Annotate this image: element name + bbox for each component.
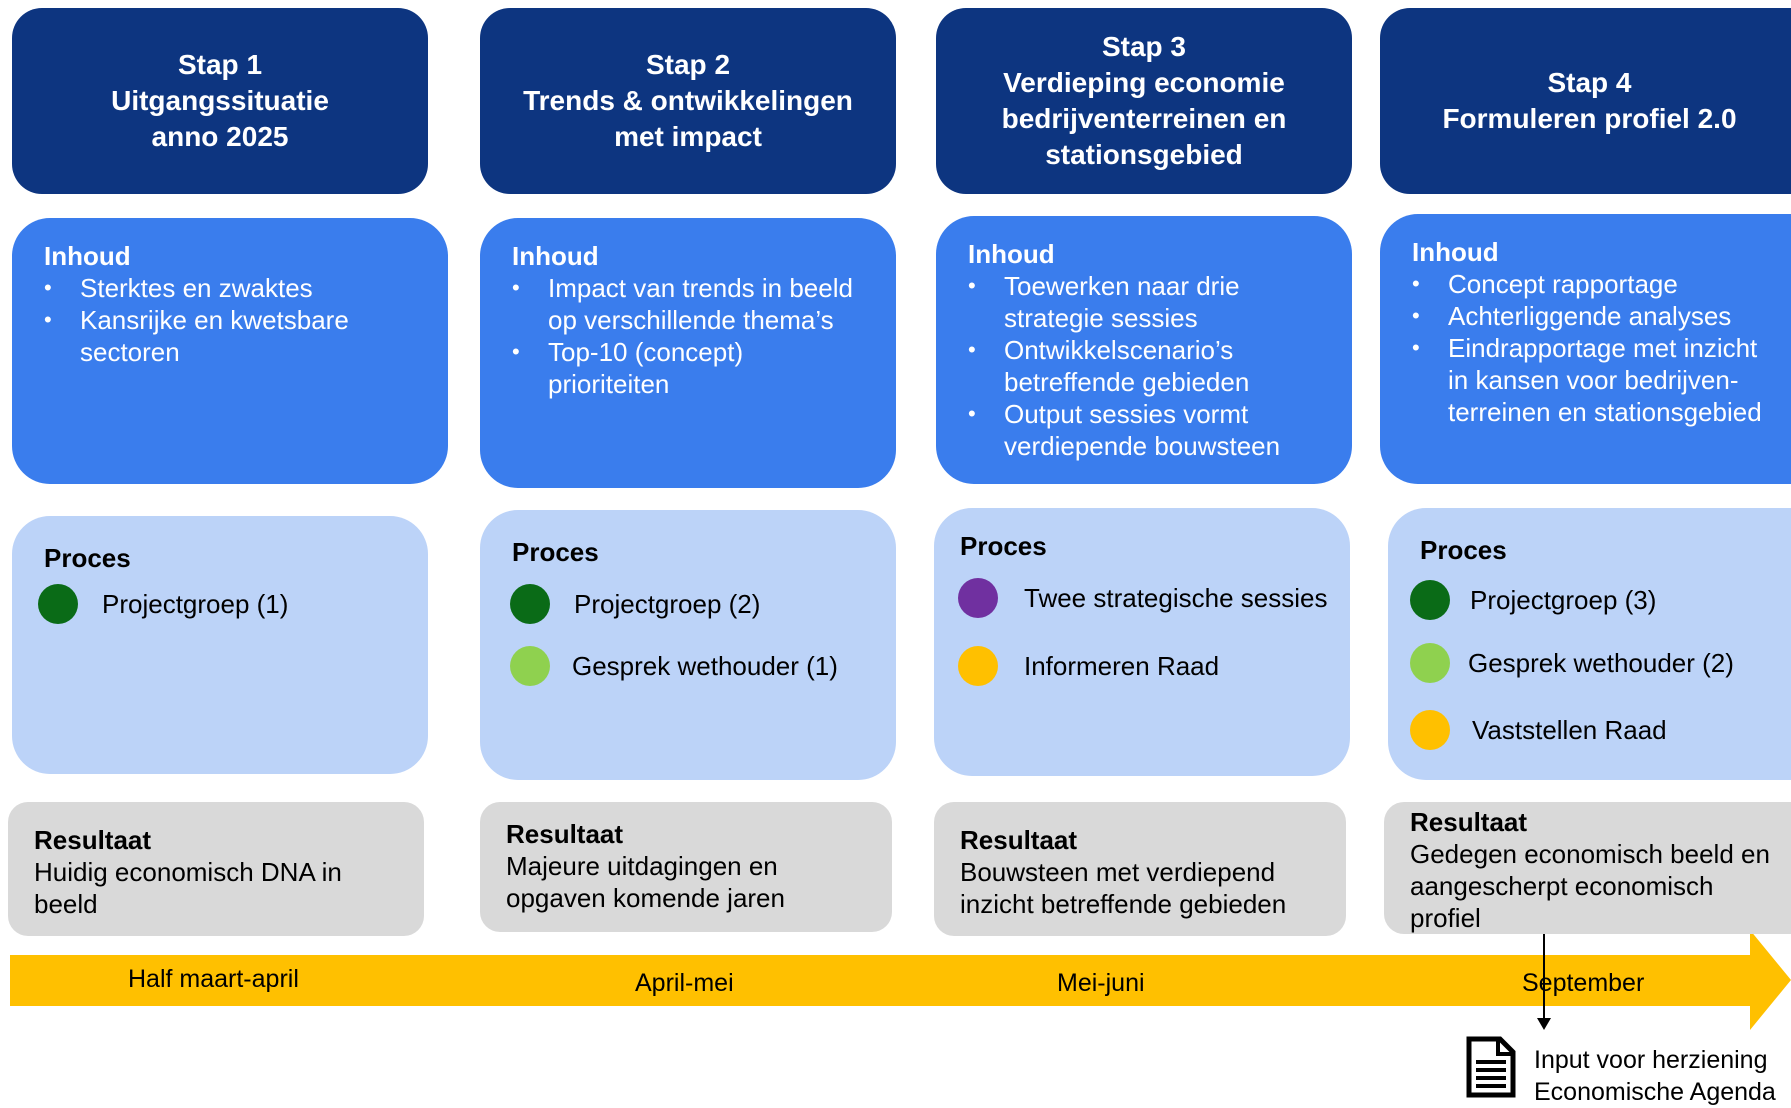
step-1-proces-box: Proces Projectgroep (1) [12,516,428,774]
step-2-inhoud-list: Impact van trends in beeld op verschille… [512,272,876,400]
projectgroep-dot-icon [38,584,78,624]
step-2-resultaat-box: Resultaat Majeure uitdagingen en opgaven… [480,802,892,932]
step-3-header-line-1: Stap 3 [1101,31,1186,62]
step-4-proces-box: Proces Projectgroep (3) Gesprek wethoude… [1388,508,1791,780]
step-3-inhoud-item-1: Toewerken naar drie strategie sessies [968,270,1274,334]
step-2-header-line-1: Stap 2 [645,49,731,80]
step-2-header-line-3: met impact [614,121,762,152]
step-4-proces-item-3-label: Vaststellen Raad [1472,715,1667,745]
step-2-inhoud-item-2: Top-10 (concept) prioriteiten [512,336,788,400]
step-2-inhoud-box: Inhoud Impact van trends in beeld op ver… [480,218,896,488]
step-2-header-line-2: Trends & ontwikkelingen [523,85,853,116]
step-1-resultaat-box: Resultaat Huidig economisch DNA in beeld [8,802,424,936]
step-2-phase-label: April-mei [635,969,734,997]
step-3-resultaat-text: Bouwsteen met verdiepend inzicht betreff… [960,857,1287,919]
step-3-proces-item-1: Twee strategische sessies [958,578,1327,618]
timeline-arrow [10,930,1791,1030]
wethouder-dot-icon [510,646,550,686]
step-4-inhoud-item-1: Concept rapportage [1412,268,1771,300]
step-3-inhoud-item-3: Output sessies vormt verdiepende bouwste… [968,398,1304,462]
step-4-proces-title: Proces [1420,535,1507,565]
step-1-proces-item-1-label: Projectgroep (1) [102,589,289,619]
step-3-proces-item-2: Informeren Raad [958,646,1219,686]
step-4-phase-label: September [1522,969,1645,997]
step-1-resultaat-title: Resultaat [34,825,152,855]
step-4-resultaat-box: Resultaat Gedegen economisch beeld en aa… [1384,802,1791,934]
document-icon [1466,1036,1516,1098]
step-3-header: Stap 3 Verdieping economie bedrijventerr… [936,8,1352,194]
output-note-line-1: Input voor herziening [1534,1046,1768,1074]
step-2-header: Stap 2 Trends & ontwikkelingen met impac… [480,8,896,194]
step-1-header-line-3: anno 2025 [151,121,289,152]
step-1-inhoud-item-2: Kansrijke en kwetsbare sectoren [44,304,380,368]
step-2-resultaat-text: Majeure uitdagingen en opgaven komende j… [506,851,785,913]
wethouder-dot-icon [1410,643,1450,683]
strategie-sessie-dot-icon [958,578,998,618]
step-3-proces-box: Proces Twee strategische sessies Informe… [934,508,1350,776]
step-4-inhoud-list: Concept rapportage Achterliggende analys… [1412,268,1771,428]
step-3-resultaat-box: Resultaat Bouwsteen met verdiepend inzic… [934,802,1346,936]
projectgroep-dot-icon [1410,580,1450,620]
output-note-line-2: Economische Agenda [1534,1078,1776,1106]
step-1-proces-item-1: Projectgroep (1) [38,584,288,624]
step-3-inhoud-box: Inhoud Toewerken naar drie strategie ses… [936,216,1352,484]
step-1-resultaat-text: Huidig economisch DNA in beeld [34,857,342,919]
step-4-header-line-2: Formuleren profiel 2.0 [1442,103,1737,134]
step-2-proces-item-1-label: Projectgroep (2) [574,589,761,619]
step-1-header-line-2: Uitgangssituatie [111,85,329,116]
step-1-inhoud-title: Inhoud [44,241,131,271]
step-3-proces-title: Proces [960,531,1047,561]
output-note: Input voor herziening Economische Agenda [1534,1044,1776,1108]
step-1-header-line-1: Stap 1 [177,49,263,80]
step-4-proces-item-2-label: Gesprek wethouder (2) [1468,648,1734,678]
step-4-inhoud-title: Inhoud [1412,237,1499,267]
raad-dot-icon [958,646,998,686]
step-1-proces-title: Proces [44,543,131,573]
step-4-inhoud-item-3: Eindrapportage met inzicht in kansen voo… [1412,332,1778,428]
step-3-header-line-3: bedrijventerreinen en [1001,103,1287,134]
step-4-header: Stap 4 Formuleren profiel 2.0 [1380,8,1791,194]
step-4-proces-item-3: Vaststellen Raad [1410,710,1667,750]
step-2-proces-title: Proces [512,537,599,567]
step-2-inhoud-item-1: Impact van trends in beeld op verschille… [512,272,878,336]
step-3-proces-item-2-label: Informeren Raad [1024,651,1220,681]
output-connector-arrowhead [1537,1018,1551,1030]
step-1-header: Stap 1 Uitgangssituatie anno 2025 [12,8,428,194]
step-3-phase-label: Mei-juni [1057,969,1145,997]
step-2-inhoud-title: Inhoud [512,241,599,271]
step-3-header-line-2: Verdieping economie [1003,67,1285,98]
step-3-header-line-4: stationsgebied [1045,139,1243,170]
projectgroep-dot-icon [510,584,550,624]
step-3-resultaat-title: Resultaat [960,825,1078,855]
step-3-inhoud-item-2: Ontwikkelscenario’s betreffende gebieden [968,334,1274,398]
step-4-resultaat-text: Gedegen economisch beeld en aangescherpt… [1410,839,1770,933]
raad-dot-icon [1410,710,1450,750]
step-2-proces-item-2: Gesprek wethouder (1) [510,646,838,686]
step-4-inhoud-box: Inhoud Concept rapportage Achterliggende… [1380,214,1791,484]
step-1-inhoud-list: Sterktes en zwaktes Kansrijke en kwetsba… [44,272,428,368]
step-4-proces-item-2: Gesprek wethouder (2) [1410,643,1734,683]
step-2-resultaat-title: Resultaat [506,819,624,849]
step-2-proces-box: Proces Projectgroep (2) Gesprek wethoude… [480,510,896,780]
step-3-inhoud-title: Inhoud [968,239,1055,269]
step-1-phase-label: Half maart-april [128,965,299,993]
step-4-inhoud-item-2: Achterliggende analyses [1412,300,1771,332]
step-2-proces-item-2-label: Gesprek wethouder (1) [572,651,838,681]
step-4-proces-item-1-label: Projectgroep (3) [1470,585,1657,615]
step-3-proces-item-1-label: Twee strategische sessies [1024,583,1328,613]
step-4-header-line-1: Stap 4 [1547,67,1632,98]
step-4-resultaat-title: Resultaat [1410,807,1528,837]
step-4-proces-item-1: Projectgroep (3) [1410,580,1656,620]
step-2-proces-item-1: Projectgroep (2) [510,584,760,624]
step-1-inhoud-box: Inhoud Sterktes en zwaktes Kansrijke en … [12,218,448,484]
step-1-inhoud-item-1: Sterktes en zwaktes [44,272,428,304]
step-3-inhoud-list: Toewerken naar drie strategie sessies On… [968,270,1332,462]
